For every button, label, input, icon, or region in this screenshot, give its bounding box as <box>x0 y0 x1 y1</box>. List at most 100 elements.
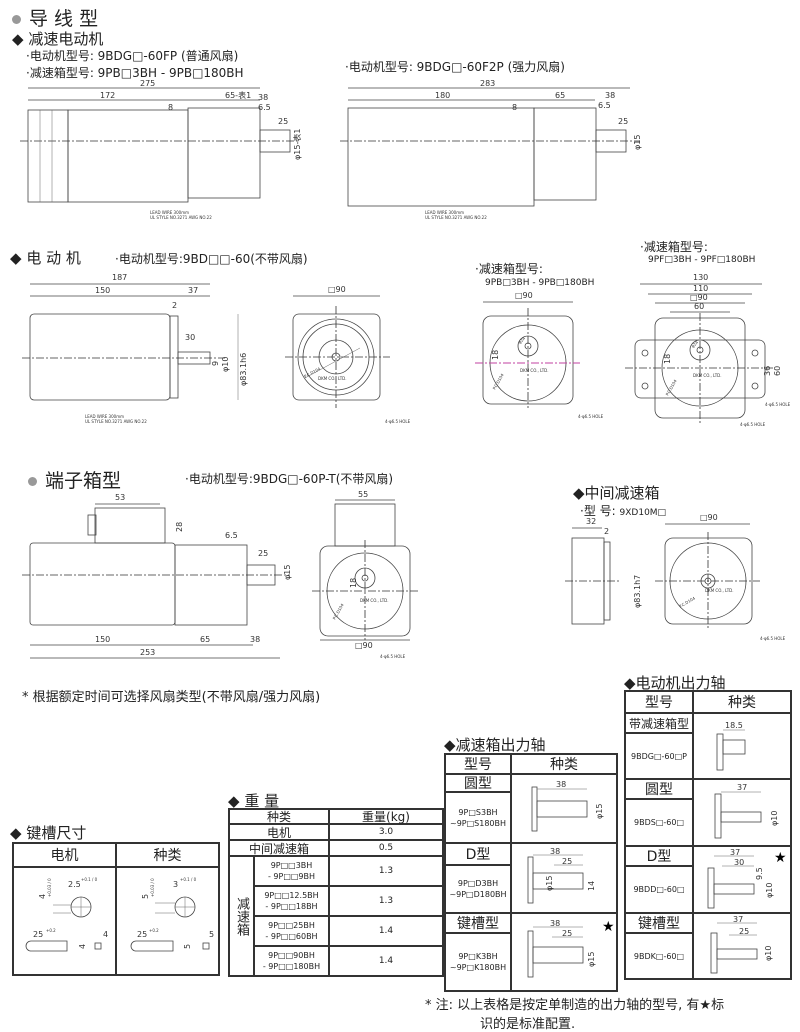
drawing-stroke <box>716 733 724 771</box>
drawing-stroke <box>714 793 722 838</box>
dimension-label: φ83.1h6 <box>239 353 248 386</box>
motor-model: ·电动机型号:9BD□□-60(不带风扇) <box>115 252 308 266</box>
drawing-stroke <box>532 946 584 964</box>
keyway-gear-drawing: 5 +0.03 / 0 3 +0.1 / 0 25+0.2 5 5 <box>130 877 214 952</box>
weight-gearbox-kg: 1.4 <box>329 946 443 976</box>
dimension-label: 25 <box>562 857 572 866</box>
keyway-motor-cell <box>13 867 116 975</box>
drawing-stroke <box>347 107 535 207</box>
drawing-stroke <box>533 107 597 201</box>
dimension-label: 3 <box>173 880 178 889</box>
drawing-stroke <box>536 800 588 817</box>
weight-gearbox-range: 9P□□12.5BH- 9P□□18BH <box>254 886 329 916</box>
motor-drawings: 187 150 37 2 30 9 φ10 φ83.1h6 LEAD WIRE … <box>22 273 791 427</box>
dimension-label: 38 <box>250 635 260 644</box>
weight-gearbox-kg: 1.3 <box>329 856 443 886</box>
weight-header-kg: 重量(kg) <box>329 809 443 824</box>
intermediate-gearbox-views: 32 2 φ83.1h7 □90 P.C.D104 DKM CO., LTD. … <box>565 513 786 641</box>
weight-gearbox-range: 9P□□25BH- 9P□□60BH <box>254 916 329 946</box>
weight-gearbox-range: 9P□□90BH- 9P□□180BH <box>254 946 329 976</box>
dimension-label: φ15 <box>283 565 292 580</box>
dimension-label: 25 <box>137 930 147 939</box>
weight-type-intermediate: 中间减速箱 <box>229 840 329 856</box>
shaft-models: 9P□S3BH~9P□S180BH <box>445 792 511 843</box>
dimension-label: P.C.D104 <box>492 372 505 390</box>
gearbox-pf-front-view: 130 110 □90 60 36 60 φ24 18 P.C.D104 DKM… <box>625 273 791 427</box>
dimension-label: 150 <box>95 286 110 295</box>
dimension-label: 37 <box>188 286 198 295</box>
dimension-label: □90 <box>690 293 708 302</box>
gearbox-pb-model: 9PB□3BH - 9PB□180BH <box>485 278 595 288</box>
dimension-label: 4-φ6.5 HOLE <box>765 402 791 407</box>
dimension-label: LEAD WIRE 300mm <box>85 414 124 419</box>
drawing-stroke <box>169 315 179 399</box>
dimension-label: 187 <box>112 273 127 282</box>
drawing-stroke <box>527 930 534 978</box>
motor-heading: ◆ 电 动 机 <box>10 249 81 267</box>
geared-motor-heading: ◆ 减速电动机 <box>12 30 104 48</box>
motor-side-view: 187 150 37 2 30 9 φ10 φ83.1h6 LEAD WIRE … <box>22 273 248 424</box>
section-title-lead-wire: 导 线 型 <box>12 4 98 31</box>
drawing-stroke <box>713 883 755 894</box>
weight-kg-motor: 3.0 <box>329 824 443 840</box>
drawing-stroke <box>641 349 649 357</box>
drawing-stroke <box>722 739 746 755</box>
drawing-stroke <box>202 942 210 950</box>
dimension-label: DKM CO., LTD. <box>693 373 722 378</box>
dim-gear: 65-表1 <box>225 90 251 100</box>
bullet-dot-icon <box>28 477 37 486</box>
drawing-stroke <box>29 542 176 626</box>
gearbox-pf-label: ·减速箱型号: <box>640 240 708 254</box>
dimension-label: 2.5 <box>68 880 81 889</box>
keyway-table: 电机 种类 4 +0.03 / 0 2.5 +0.1 / 0 25+0.2 4 … <box>12 842 220 976</box>
gearbox-model-pb: ·减速箱型号: 9PB□3BH - 9PB□180BH <box>26 66 244 80</box>
dimension-label: 37 <box>730 848 740 857</box>
drawing-stroke <box>174 544 248 626</box>
dimension-label: 18 <box>663 354 672 364</box>
dimension-label: φ10 <box>764 946 773 961</box>
geared-motor-drawing: 275 172 65-表1 38 8 6.5 25 φ15-表1 LEAD WI… <box>20 79 302 220</box>
motor-shaft-type-keyway: 键槽型 <box>625 913 693 933</box>
dimension-label: 4 <box>38 894 47 899</box>
footnote-line-2: 识的是标准配置. <box>480 1017 576 1032</box>
dimension-label: 65 <box>200 635 210 644</box>
dimension-label: 30 <box>734 858 744 867</box>
standard-star-icon: ★ <box>774 850 787 866</box>
terminal-box-drawings: 53 28 6.5 25 φ15 150 65 38 253 55 18 P.C… <box>22 490 786 659</box>
drawing-stroke <box>707 867 715 908</box>
gearbox-shaft-header-type: 种类 <box>511 754 617 774</box>
dim-total: 275 <box>140 79 155 88</box>
drawing-stroke <box>751 382 759 390</box>
keyway-motor-drawing: 4 +0.03 / 0 2.5 +0.1 / 0 25+0.2 4 4 <box>25 877 108 952</box>
dimension-label: 32 <box>586 517 596 526</box>
drawing-stroke <box>527 856 534 904</box>
weight-header-type: 种类 <box>229 809 329 824</box>
dimension-label: 150 <box>95 635 110 644</box>
dimension-label: 5 <box>209 930 214 939</box>
terminal-box-title: 端子箱型 <box>45 470 122 492</box>
drawing-stroke <box>532 872 584 890</box>
drawing-stroke <box>531 786 538 831</box>
dimension-label: 2 <box>604 527 609 536</box>
motor-shaft-type-geared: 带减速箱型 <box>625 713 693 733</box>
dimension-label: 4-φ6.5 HOLE <box>380 654 406 659</box>
dim-key: 25 <box>278 117 288 126</box>
footnote-line-1: * 注: 以上表格是按定单制造的出力轴的型号, 有★标 <box>425 998 725 1013</box>
dimension-label: UL STYLE NO.3271 AWG NO.22 <box>150 215 212 220</box>
terminal-box-heading: 端子箱型 <box>28 466 121 493</box>
terminal-box-front-view: 55 18 P.C.D104 DKM CO., LTD. □90 4-φ6.5 … <box>312 490 420 659</box>
dimension-label: 130 <box>693 273 708 282</box>
drawing-stroke <box>641 382 649 390</box>
dimension-label: φ24 <box>517 335 526 344</box>
dimension-label: □90 <box>355 641 373 650</box>
dimension-label: 4-φ6.5 HOLE <box>578 414 604 419</box>
motor-shaft-model: 9BDG□-60□P <box>625 733 693 779</box>
dimension-label: DKM CO., LTD. <box>705 588 734 593</box>
motor-shaft-model: 9BDS□-60□ <box>625 799 693 846</box>
gearbox-pf-model: 9PF□3BH - 9PF□180BH <box>648 255 756 265</box>
dimension-label: φ15 <box>595 803 604 818</box>
dimension-label: P.C.D104 <box>678 595 696 608</box>
